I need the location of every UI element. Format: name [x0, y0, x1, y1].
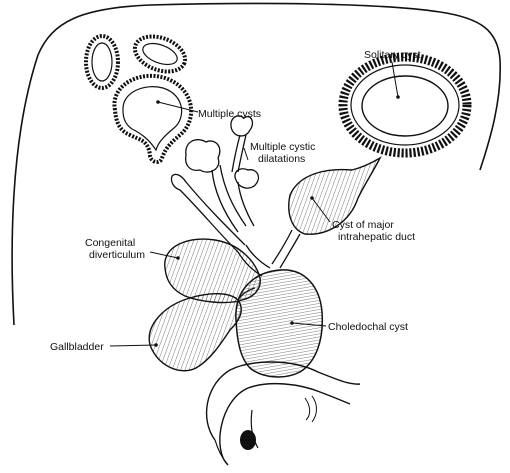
- label-solitary-cyst: Solitary cyst: [364, 49, 421, 61]
- cystic-dilatations: [186, 116, 259, 188]
- label-multiple-cystic-line1: Multiple cystic: [250, 141, 315, 153]
- label-diverticulum-line2: diverticulum: [89, 249, 145, 261]
- label-multiple-cysts: Multiple cysts: [198, 108, 261, 120]
- small-cyst-top: [130, 30, 190, 78]
- label-choledochal-cyst: Choledochal cyst: [328, 321, 408, 333]
- label-gallbladder: Gallbladder: [50, 341, 104, 353]
- small-cyst-left: [86, 36, 118, 88]
- multiple-cysts-large: [114, 76, 191, 162]
- label-major-duct-line2: intrahepatic duct: [338, 231, 415, 243]
- label-major-duct-line1: Cyst of major: [332, 219, 394, 231]
- label-diverticulum-line1: Congenital: [85, 237, 135, 249]
- major-duct-cyst: [272, 158, 380, 268]
- solitary-cyst: [343, 57, 467, 153]
- label-multiple-cystic-line2: dilatations: [258, 153, 305, 165]
- choledochal-cyst: [236, 270, 322, 377]
